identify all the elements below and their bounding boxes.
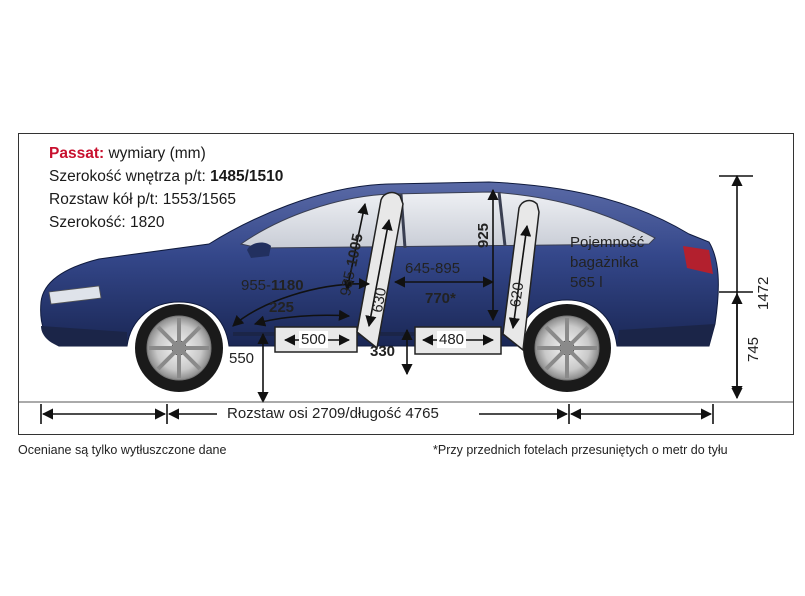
wheelbase-length-label: Rozstaw osi 2709/długość 4765 [223, 405, 443, 422]
front-cushion-label: 500 [299, 331, 329, 348]
brand-name: Passat: [49, 145, 105, 162]
rear-height-label: 925 [475, 222, 492, 248]
boot-label-1: Pojemność [570, 234, 645, 251]
boot-label-2: bagażnika [570, 254, 639, 271]
ground-clearance-label: 550 [229, 350, 255, 367]
height-lower-label: 745 [745, 336, 762, 362]
car-illustration [19, 174, 793, 424]
spec-interior-width: Szerokość wnętrza p/t: 1485/1510 [49, 168, 283, 186]
front-legroom-label: 225 [269, 299, 295, 316]
spec-track: Rozstaw kół p/t: 1553/1565 [49, 191, 236, 208]
front-wheel [135, 304, 223, 392]
front-headroom-label: 955-1180 [241, 277, 304, 294]
rear-knee-label: 770* [425, 290, 456, 307]
rear-wheel [523, 304, 611, 392]
spec-title: Passat: wymiary (mm) [49, 145, 206, 163]
diagram-frame: Passat: wymiary (mm) Szerokość wnętrza p… [18, 133, 794, 435]
height-total-label: 1472 [755, 276, 772, 310]
front-headroom-plain: 955- [241, 277, 272, 294]
interior-width-value: 1485/1510 [210, 168, 284, 185]
rear-cushion-label: 480 [437, 331, 467, 348]
footer-left-note: Oceniane są tylko wytłuszczone dane [18, 443, 227, 457]
rear-seatback-label: 620 [507, 281, 528, 309]
rear-legroom-label: 645-895 [405, 260, 461, 277]
footer-right-note: *Przy przednich fotelach przesuniętych o… [433, 443, 728, 457]
front-legroom-arrow [253, 309, 351, 327]
boot-value: 565 l [570, 274, 603, 291]
interior-width-label: Szerokość wnętrza p/t: [49, 168, 206, 185]
spec-subtitle: wymiary (mm) [108, 145, 206, 162]
spec-width: Szerokość: 1820 [49, 214, 165, 231]
floor-tunnel-label: 330 [370, 343, 396, 360]
front-headroom-bold: 1180 [271, 277, 304, 294]
